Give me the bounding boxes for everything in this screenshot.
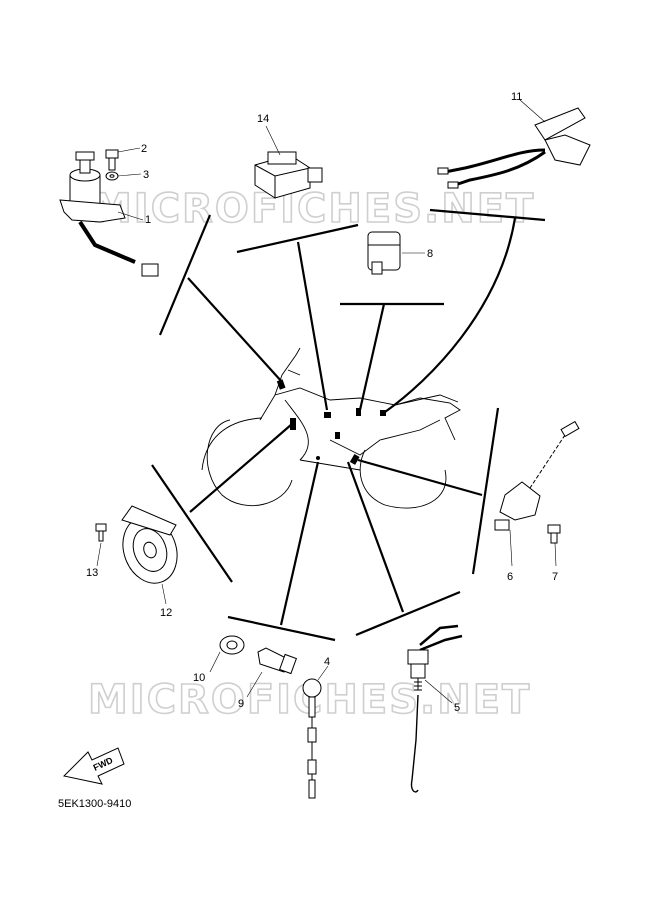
callout-1: 1 (145, 214, 151, 226)
connection-markers (276, 379, 386, 465)
forward-arrow-icon: FWD (62, 747, 125, 785)
stop-switch-5 (407, 624, 463, 793)
callout-12: 12 (160, 607, 172, 619)
callout-7: 7 (552, 571, 558, 583)
callout-8: 8 (427, 248, 433, 260)
flasher-relay (254, 151, 323, 199)
diagram-code: 5EK1300-9410 (58, 798, 131, 810)
callout-13: 13 (86, 567, 98, 579)
main-switch-assembly (59, 149, 159, 277)
callout-5: 5 (454, 702, 460, 714)
horn-assembly (95, 505, 178, 584)
washer-10 (219, 635, 245, 655)
bulb-socket-4 (302, 678, 322, 799)
watermark-top: MICROFICHES.NET (92, 186, 535, 232)
oil-switch-9 (257, 647, 298, 675)
callout-10: 10 (193, 672, 205, 684)
callout-9: 9 (238, 698, 244, 710)
motorcycle-outline (201, 347, 461, 509)
relay-unit (367, 231, 401, 275)
callout-6: 6 (507, 571, 513, 583)
callout-14: 14 (257, 113, 269, 125)
callout-2: 2 (141, 143, 147, 155)
sensor-assembly (494, 420, 580, 544)
callout-11: 11 (511, 91, 522, 103)
callout-3: 3 (143, 169, 149, 181)
handlebar-switch (437, 107, 591, 189)
leader-lines (151, 208, 546, 642)
callout-4: 4 (324, 656, 330, 668)
